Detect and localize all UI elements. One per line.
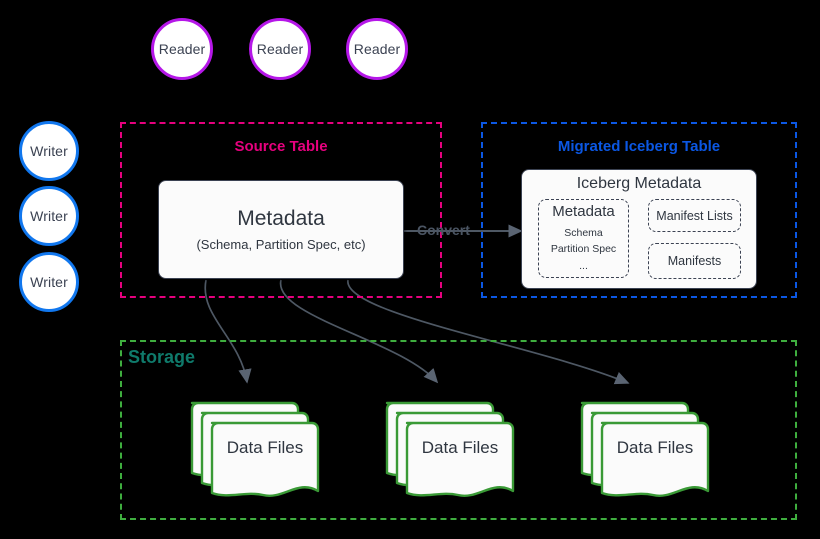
manifest-lists-box: Manifest Lists (648, 199, 741, 232)
manifest-lists-label: Manifest Lists (656, 208, 733, 223)
writer-label: Writer (30, 208, 68, 224)
migrated-iceberg-table-group (481, 122, 797, 298)
data-files-icon (580, 401, 710, 497)
source-table-title: Source Table (234, 138, 328, 155)
source-table-group (120, 122, 442, 298)
reader-label: Reader (256, 41, 304, 57)
writer-label: Writer (30, 274, 68, 290)
iceberg-metadata-box-line3: ... (579, 259, 588, 272)
reader-node-2[interactable]: Reader (249, 18, 311, 80)
iceberg-metadata-box: Metadata Schema Partition Spec ... (538, 199, 629, 278)
source-metadata-box: Metadata (Schema, Partition Spec, etc) (158, 180, 404, 279)
iceberg-metadata-box-line2: Partition Spec (550, 243, 617, 256)
manifests-box: Manifests (648, 243, 741, 279)
reader-node-1[interactable]: Reader (151, 18, 213, 80)
data-files-label: Data Files (616, 438, 694, 457)
iceberg-metadata-box-line1: Schema (564, 227, 603, 240)
writer-node-2[interactable]: Writer (19, 186, 79, 246)
source-metadata-title: Metadata (237, 207, 325, 230)
convert-edge-label: Convert (417, 222, 470, 238)
source-metadata-subtitle: (Schema, Partition Spec, etc) (196, 237, 366, 252)
data-files-label: Data Files (421, 438, 499, 457)
data-files-stack-2[interactable]: Data Files (383, 394, 523, 502)
storage-group (120, 340, 797, 520)
data-files-icon (385, 401, 515, 497)
writer-label: Writer (30, 143, 68, 159)
writer-node-1[interactable]: Writer (19, 121, 79, 181)
migrated-iceberg-table-title: Migrated Iceberg Table (557, 138, 721, 155)
data-files-icon (190, 401, 320, 497)
iceberg-metadata-panel-title: Iceberg Metadata (576, 175, 702, 192)
data-files-stack-3[interactable]: Data Files (578, 394, 718, 502)
reader-node-3[interactable]: Reader (346, 18, 408, 80)
iceberg-metadata-box-title: Metadata (552, 203, 615, 221)
storage-title: Storage (128, 347, 196, 367)
reader-label: Reader (158, 41, 206, 57)
manifests-label: Manifests (667, 254, 722, 268)
data-files-stack-1[interactable]: Data Files (188, 394, 328, 502)
data-files-label: Data Files (226, 438, 304, 457)
writer-node-3[interactable]: Writer (19, 252, 79, 312)
reader-label: Reader (353, 41, 401, 57)
